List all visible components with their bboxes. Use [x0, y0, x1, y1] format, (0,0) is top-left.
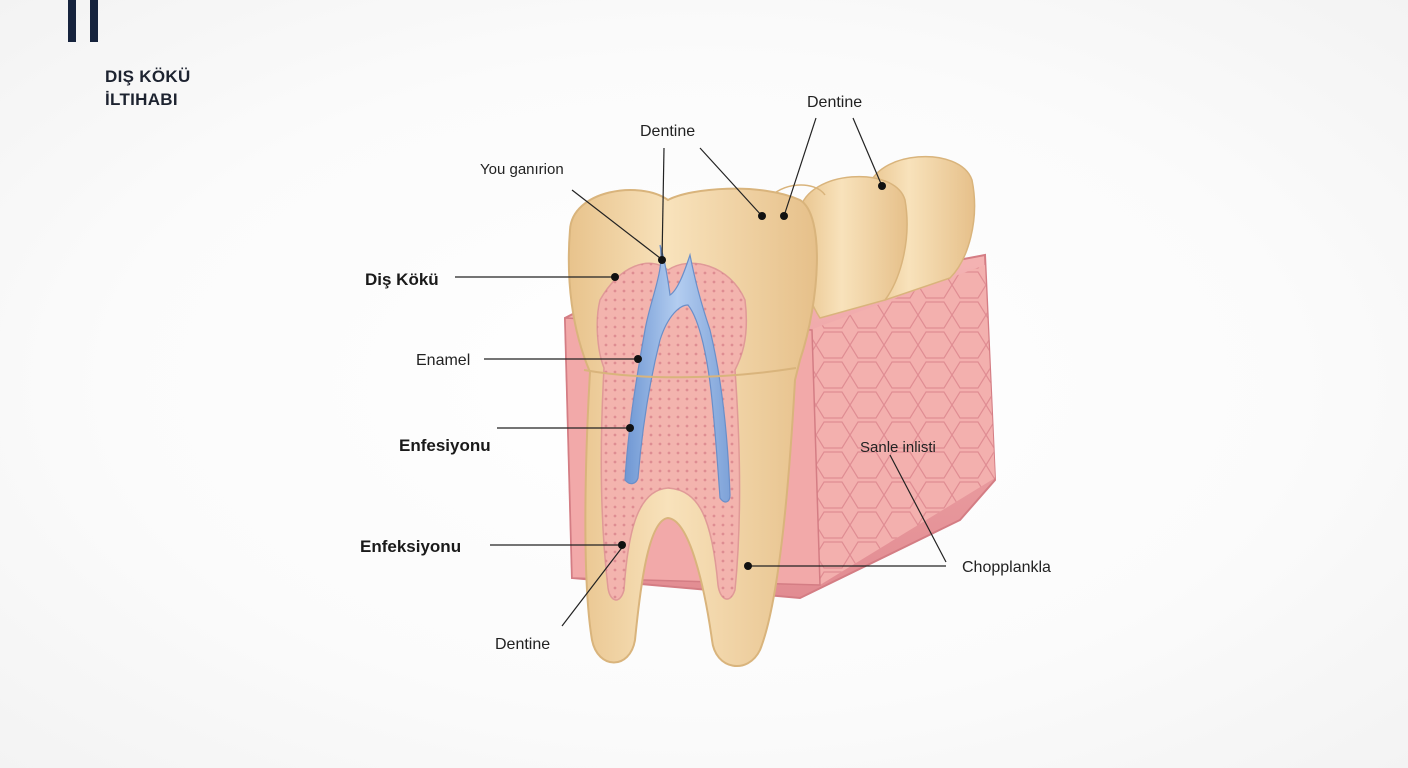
front-tooth: [567, 187, 818, 667]
back-molars: [767, 155, 976, 319]
leader-lines: [455, 117, 947, 627]
label-dentine-bottom: Dentine: [495, 636, 550, 653]
brand-bar-left: [68, 0, 76, 42]
label-enamel: Enamel: [416, 352, 470, 369]
label-chopplankla: Chopplankla: [962, 559, 1051, 576]
label-sanle-inlisti: Sanle inlisti: [860, 439, 936, 456]
leader-dots: [611, 182, 886, 570]
label-enfeksiyonu: Enfeksiyonu: [360, 537, 461, 556]
brand-bar-right: [90, 0, 98, 42]
label-enfesiyonu: Enfesiyonu: [399, 436, 491, 455]
label-dentine-top-center: Dentine: [640, 123, 695, 140]
label-dis-koku: Diş Kökü: [365, 270, 439, 289]
label-dentine-top-right: Dentine: [807, 94, 862, 111]
title-line-2: İLTIHABI: [105, 90, 178, 109]
label-you-garnion: You ganırion: [480, 161, 564, 178]
title-line-1: DIŞ KÖKÜ: [105, 67, 191, 86]
